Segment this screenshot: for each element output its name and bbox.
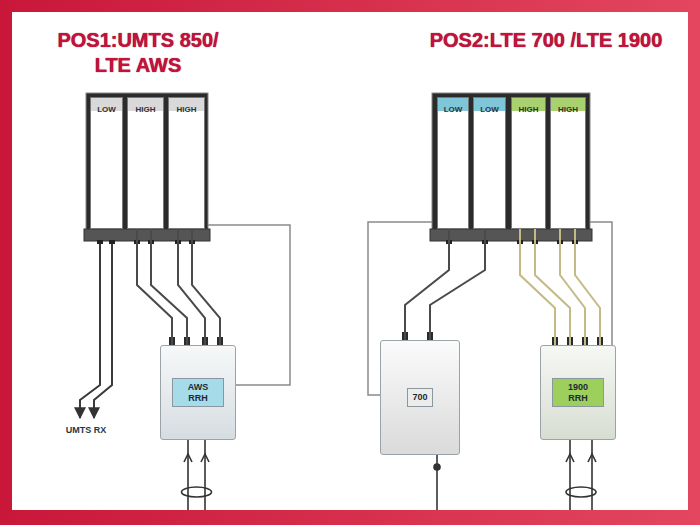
feeder-cable: [535, 229, 570, 345]
antenna-body: [432, 93, 590, 233]
antenna-column: HIGH: [550, 97, 586, 229]
antenna-column: HIGH: [511, 97, 546, 229]
feeder-cable: [192, 229, 220, 345]
band-label: HIGH: [519, 106, 539, 114]
radio-unit: AWS RRH: [160, 345, 236, 440]
unit-label: AWS RRH: [172, 378, 224, 408]
antenna-column: LOW: [90, 97, 123, 229]
feeder-cable: [560, 229, 585, 345]
position-heading: POS2:LTE 700 /LTE 1900: [428, 28, 664, 53]
position-heading: POS1:UMTS 850/ LTE AWS: [38, 28, 238, 78]
radio-unit: 700: [380, 340, 460, 455]
signal-label: UMTS RX: [62, 425, 110, 436]
antenna-column: LOW: [473, 97, 506, 229]
antenna-base: [430, 229, 592, 241]
position-heading: POS1:UMTS 850/ LTE AWS: [38, 28, 238, 78]
antenna-column: HIGH: [127, 97, 164, 229]
band-label: LOW: [444, 106, 463, 114]
band-label: HIGH: [558, 106, 578, 114]
antenna-ports: [97, 240, 195, 244]
umts-feeders: [80, 244, 112, 418]
feeder-cable: [405, 229, 449, 340]
position-heading: POS2:LTE 700 /LTE 1900: [428, 28, 664, 53]
feeder-cable: [151, 229, 187, 345]
inner-panel: [12, 12, 688, 510]
band-label: LOW: [480, 106, 499, 114]
band-label: HIGH: [136, 106, 156, 114]
feeder-cable: [430, 229, 485, 340]
feeder-cable: [520, 229, 555, 345]
radio-unit: 1900 RRH: [540, 345, 616, 440]
antenna-body: [86, 93, 208, 233]
antenna-ports: [446, 240, 578, 244]
feeder-cable: [575, 229, 600, 345]
antenna-column: HIGH: [168, 97, 205, 229]
signal-label: UMTS RX: [62, 425, 110, 436]
band-label: HIGH: [177, 106, 197, 114]
unit-label: 1900 RRH: [552, 378, 604, 408]
band-label: LOW: [97, 106, 116, 114]
antenna-column: LOW: [437, 97, 469, 229]
unit-label: 700: [407, 388, 432, 407]
